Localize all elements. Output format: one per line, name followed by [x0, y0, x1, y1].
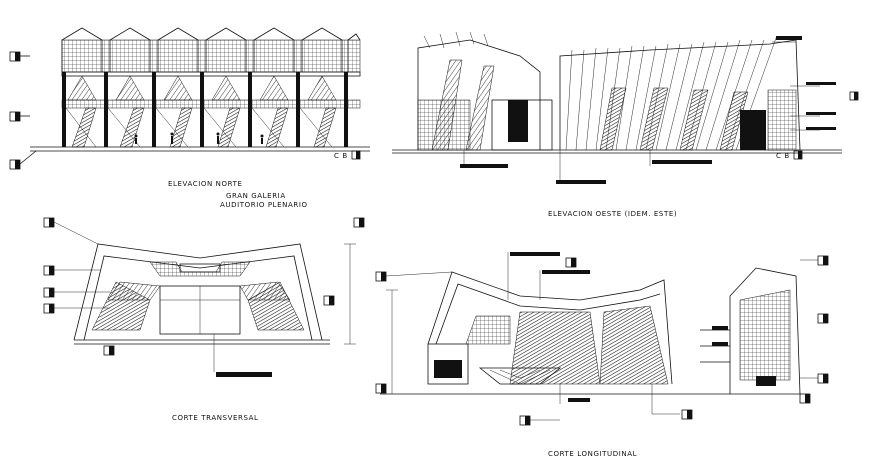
north-gable-modules: [61, 27, 361, 101]
north-elevation-drawing: C B ELEVACION NORTE GRAN GALERIA AUDITOR…: [9, 27, 370, 209]
west-elevation-title: ELEVACION OESTE (IDEM. ESTE): [548, 210, 677, 218]
west-elevation-drawing: C B ELEVACION OESTE (IDEM. ESTE): [392, 31, 859, 218]
longitudinal-section-title: CORTE LONGITUDINAL: [548, 450, 637, 458]
west-callouts: [460, 36, 859, 184]
longitudinal-callouts: [375, 252, 829, 426]
north-lower-structure: [65, 107, 337, 148]
north-columns: [62, 72, 348, 147]
north-note-gran-galeria: GRAN GALERIA: [226, 192, 286, 200]
north-note-auditorio: AUDITORIO PLENARIO: [220, 201, 308, 209]
west-marker-label: C B: [776, 152, 790, 160]
level-markers-north: [9, 51, 37, 170]
north-marker-label: C B: [334, 152, 348, 160]
transverse-markers: [43, 217, 365, 356]
longitudinal-section-drawing: CORTE LONGITUDINAL: [375, 252, 829, 458]
north-elevation-title: ELEVACION NORTE: [168, 180, 242, 188]
transverse-section-title: CORTE TRANSVERSAL: [172, 414, 259, 422]
people-figures: [134, 132, 264, 144]
transverse-section-drawing: CORTE TRANSVERSAL: [43, 217, 365, 422]
west-fins: [565, 37, 777, 151]
